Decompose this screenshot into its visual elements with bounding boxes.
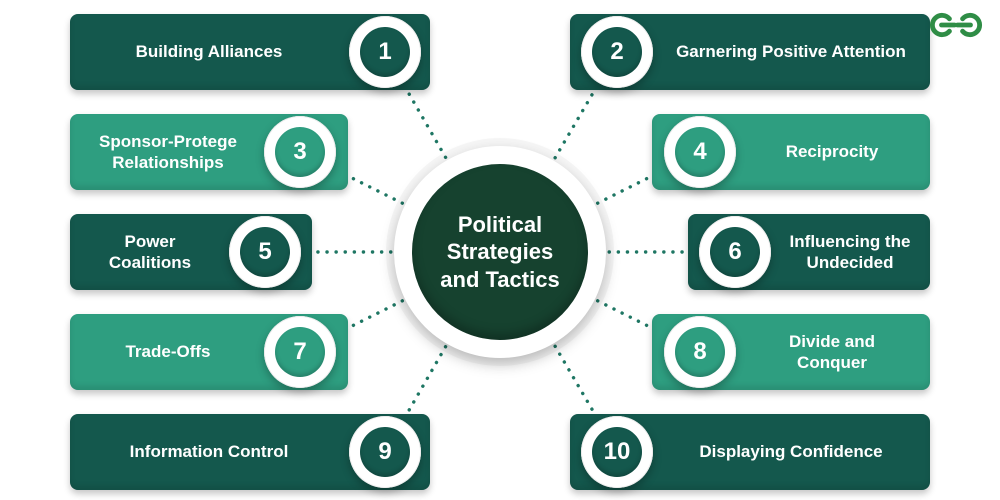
number-badge-4: 4 xyxy=(664,116,736,188)
number-8: 8 xyxy=(693,338,707,365)
number-badge-2: 2 xyxy=(581,16,653,88)
strategy-label-9: Information Control xyxy=(129,442,289,462)
number-3: 3 xyxy=(293,138,307,165)
number-badge-7: 7 xyxy=(264,316,336,388)
geeksforgeeks-logo-icon xyxy=(930,12,982,38)
center-circle-ring: Political Strategies and Tactics xyxy=(394,146,606,358)
number-badge-5: 5 xyxy=(229,216,301,288)
strategy-label-8: Divide and Conquer xyxy=(789,331,875,372)
number-badge-10: 10 xyxy=(581,416,653,488)
strategy-label-6: Influencing the Undecided xyxy=(789,231,911,272)
center-circle: Political Strategies and Tactics xyxy=(412,164,588,340)
number-10: 10 xyxy=(603,438,631,465)
strategy-label-7: Trade-Offs xyxy=(125,342,211,362)
number-4: 4 xyxy=(693,138,707,165)
strategy-label-1: Building Alliances xyxy=(135,42,283,62)
number-5: 5 xyxy=(258,238,272,265)
number-1: 1 xyxy=(378,38,392,65)
number-9: 9 xyxy=(378,438,392,465)
strategy-label-3: Sponsor-Protege Relationships xyxy=(99,131,237,172)
number-badge-9: 9 xyxy=(349,416,421,488)
number-7: 7 xyxy=(293,338,307,365)
number-badge-1: 1 xyxy=(349,16,421,88)
number-6: 6 xyxy=(728,238,742,265)
number-badge-3: 3 xyxy=(264,116,336,188)
strategy-label-10: Displaying Confidence xyxy=(699,442,883,462)
strategy-label-5: Power Coalitions xyxy=(108,231,192,272)
strategy-label-2: Garnering Positive Attention xyxy=(676,42,906,62)
number-badge-8: 8 xyxy=(664,316,736,388)
infographic-title: Political Strategies and Tactics xyxy=(440,211,560,292)
strategy-label-4: Reciprocity xyxy=(785,142,879,162)
number-badge-6: 6 xyxy=(699,216,771,288)
number-2: 2 xyxy=(610,38,624,65)
